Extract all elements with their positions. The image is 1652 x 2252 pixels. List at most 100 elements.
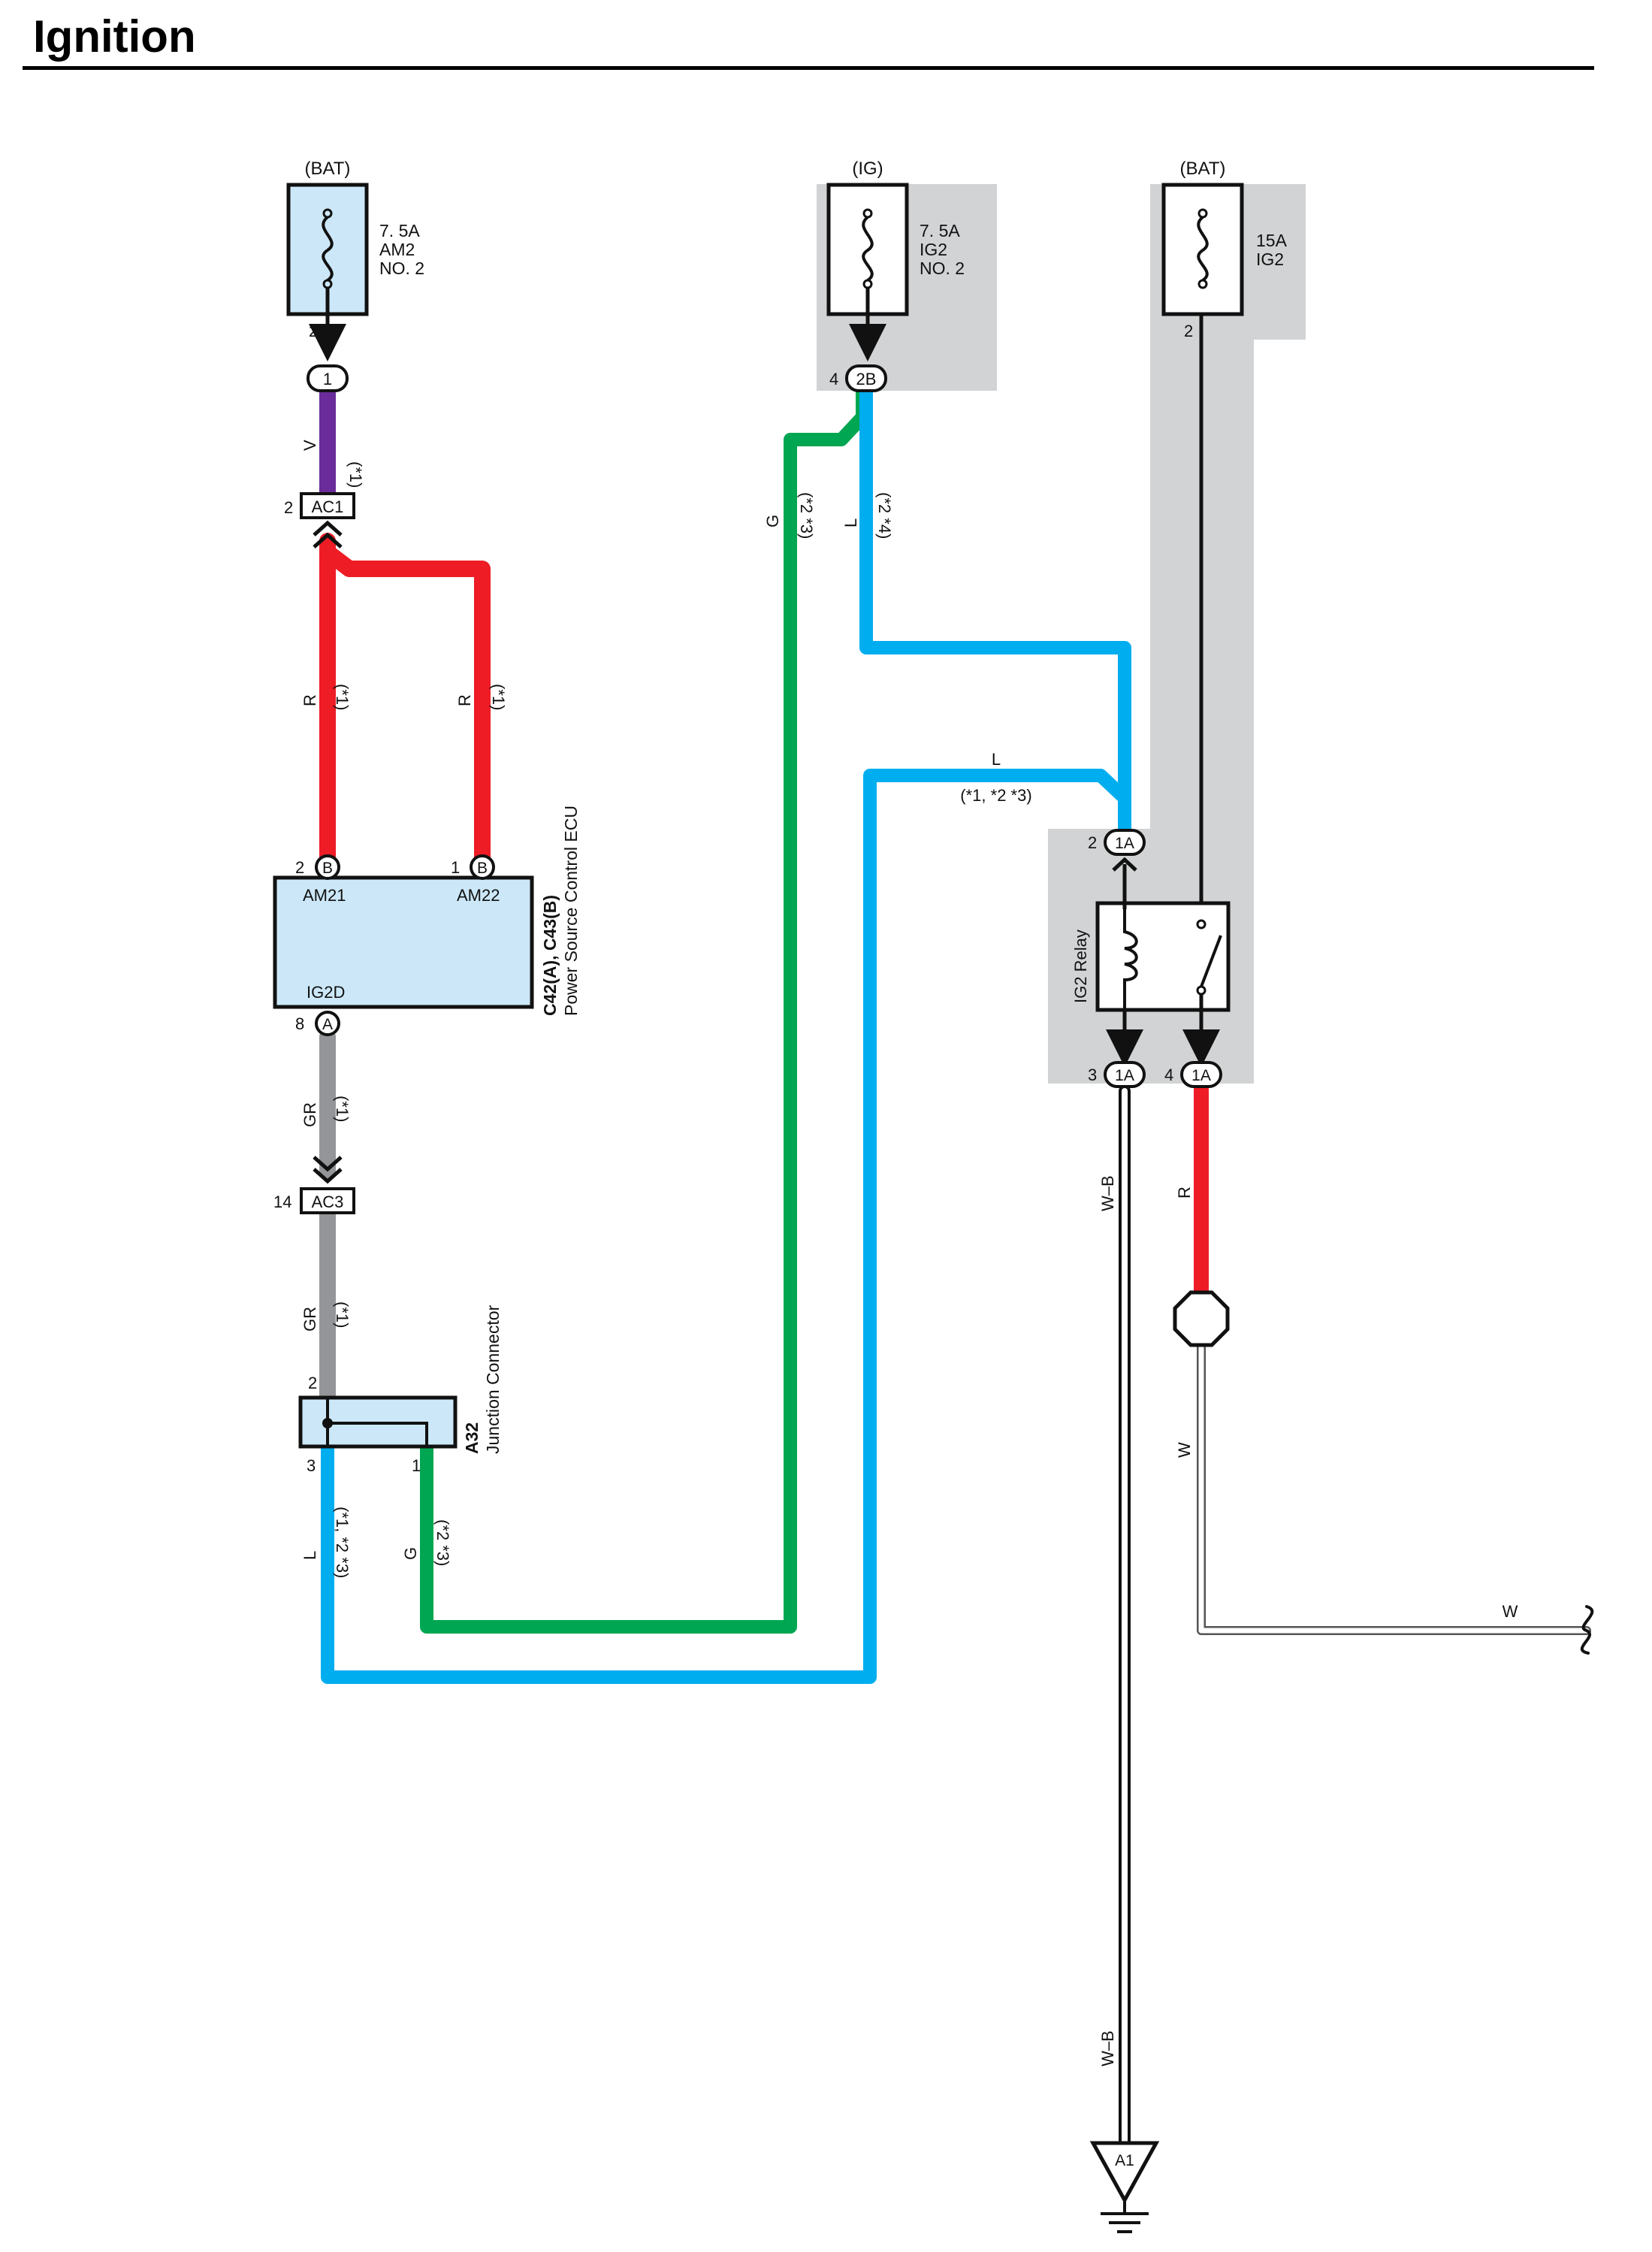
relay-switch-icon [1200, 935, 1222, 987]
svg-text:(*1, *2 *3): (*1, *2 *3) [333, 1507, 352, 1578]
ground-triangle-icon [1089, 2141, 1160, 2205]
svg-text:R: R [301, 694, 319, 706]
svg-text:(*1): (*1) [346, 461, 365, 488]
fuse-ig2-source: (BAT) [1180, 159, 1226, 179]
svg-text:W–B: W–B [1098, 2030, 1117, 2066]
svg-text:AC3: AC3 [312, 1193, 344, 1211]
svg-text:1: 1 [451, 858, 460, 877]
svg-text:1A: 1A [1115, 835, 1134, 852]
wire-blue-l-mid [859, 384, 1131, 837]
svg-text:1: 1 [412, 1456, 421, 1475]
svg-text:L: L [992, 750, 1001, 769]
connector-ac3: AC3 14 [273, 1156, 355, 1214]
shaded-areas [817, 184, 1306, 1084]
svg-text:W: W [1175, 1442, 1194, 1458]
fuse-ig2-name: IG2 [1256, 249, 1284, 269]
svg-text:(*1): (*1) [333, 1096, 352, 1122]
chevron-up-icon [1112, 857, 1137, 872]
svg-text:3: 3 [1088, 1066, 1097, 1084]
svg-text:GR: GR [301, 1307, 319, 1332]
svg-text:2: 2 [308, 1374, 317, 1392]
power-source-control-ecu: AM21 AM22 IG2D C42(A), C43(B) Power Sour… [273, 806, 581, 1016]
junction-name-line1: A32 [462, 1422, 482, 1454]
svg-text:(*2 *4): (*2 *4) [875, 492, 894, 539]
svg-text:V: V [301, 440, 319, 451]
svg-text:AC1: AC1 [312, 497, 344, 516]
fuse-am2-rating: 7. 5A [379, 221, 420, 240]
svg-text:2: 2 [284, 498, 293, 517]
connector-relay-in: 1A 2 [1088, 829, 1146, 856]
svg-text:A1: A1 [1115, 2152, 1134, 2169]
fuse-icon [1197, 216, 1209, 282]
fuse-ig2no2-number: NO. 2 [920, 258, 965, 278]
fuse-icon [862, 216, 874, 282]
svg-text:1A: 1A [1191, 1067, 1211, 1084]
ground-a1: A1 [1089, 2141, 1160, 2233]
fuse-ig2-no2: (IG) 7. 5A IG2 NO. 2 [826, 159, 965, 361]
svg-text:W–B: W–B [1098, 1175, 1117, 1211]
svg-text:4: 4 [829, 370, 838, 388]
svg-text:R: R [455, 694, 474, 706]
ecu-am22: AM22 [457, 886, 500, 905]
ecu-am21: AM21 [303, 886, 346, 905]
connector-ac1: AC1 2 [284, 492, 355, 549]
fuse-am2: (BAT) 7. 5A AM2 NO. 2 2 [286, 159, 424, 361]
ground-icon [1101, 2200, 1149, 2233]
svg-text:1: 1 [323, 370, 332, 388]
junction-name-line2: Junction Connector [483, 1304, 503, 1454]
svg-text:14: 14 [273, 1193, 291, 1211]
shade-bat-relay [1048, 184, 1306, 1084]
wire-labels: V (*1) R (*1) R (*1) GR (*1) GR (*1) L (… [301, 440, 1518, 2066]
chevron-down-icon [313, 1156, 343, 1184]
svg-text:B: B [477, 860, 488, 877]
svg-text:2: 2 [1088, 833, 1097, 852]
relay-coil-icon [1123, 909, 1138, 1010]
connector-ecu-b2: B 2 [295, 854, 340, 880]
svg-text:2: 2 [295, 858, 304, 877]
svg-text:8: 8 [295, 1014, 304, 1033]
fuse-ig2: (BAT) 15A IG2 2 [1161, 159, 1288, 340]
svg-text:L: L [301, 1551, 319, 1560]
splice-octagon-icon [1173, 1290, 1230, 1347]
svg-text:A: A [322, 1016, 333, 1033]
svg-text:2B: 2B [856, 370, 877, 388]
connector-ecu-b1: B 1 [451, 854, 495, 880]
fuse-am2-pin: 2 [309, 322, 318, 340]
connector-ecu-a8: A 8 [295, 1011, 340, 1036]
svg-text:W: W [1503, 1602, 1518, 1621]
connector-2b: 2B 4 [829, 364, 887, 392]
wire-break-symbol [1581, 1605, 1594, 1655]
svg-text:(*2 *3): (*2 *3) [797, 492, 816, 539]
svg-text:L: L [841, 518, 860, 527]
junction-connector-a32: 2 3 1 A32 Junction Connector [298, 1304, 503, 1475]
svg-text:R: R [1175, 1186, 1194, 1199]
relay-name: IG2 Relay [1071, 930, 1090, 1003]
svg-text:4: 4 [1164, 1066, 1173, 1084]
wires [319, 304, 1594, 2161]
fuse-ig2no2-rating: 7. 5A [920, 221, 960, 240]
svg-text:(*1): (*1) [333, 684, 352, 710]
connector-1: 1 [307, 364, 349, 392]
chevron-up-icon [313, 520, 343, 549]
connector-relay-out4: 1A 4 [1164, 1061, 1222, 1088]
fuse-icon [322, 216, 334, 282]
fuse-ig2-pin: 2 [1184, 322, 1193, 340]
fuse-ig2no2-source: (IG) [852, 159, 883, 179]
fuse-am2-number: NO. 2 [379, 258, 424, 278]
ig2-relay: 1A 2 IG2 Relay 1A 3 1A 4 [1071, 829, 1231, 1088]
fuse-am2-name: AM2 [379, 240, 415, 259]
connector-relay-out3: 1A 3 [1088, 1061, 1146, 1088]
svg-text:G: G [763, 515, 782, 527]
svg-text:1A: 1A [1115, 1067, 1134, 1084]
svg-text:GR: GR [301, 1102, 319, 1127]
svg-text:(*2 *3): (*2 *3) [433, 1519, 452, 1566]
svg-text:B: B [322, 860, 333, 877]
svg-text:(*1): (*1) [333, 1301, 352, 1328]
ecu-ig2d: IG2D [307, 983, 345, 1002]
svg-text:(*1, *2 *3): (*1, *2 *3) [960, 786, 1031, 805]
title-rule [23, 66, 1594, 70]
svg-text:3: 3 [307, 1456, 316, 1475]
ecu-name-line1: C42(A), C43(B) [540, 895, 560, 1016]
wire-white-w [1197, 1341, 1591, 1635]
